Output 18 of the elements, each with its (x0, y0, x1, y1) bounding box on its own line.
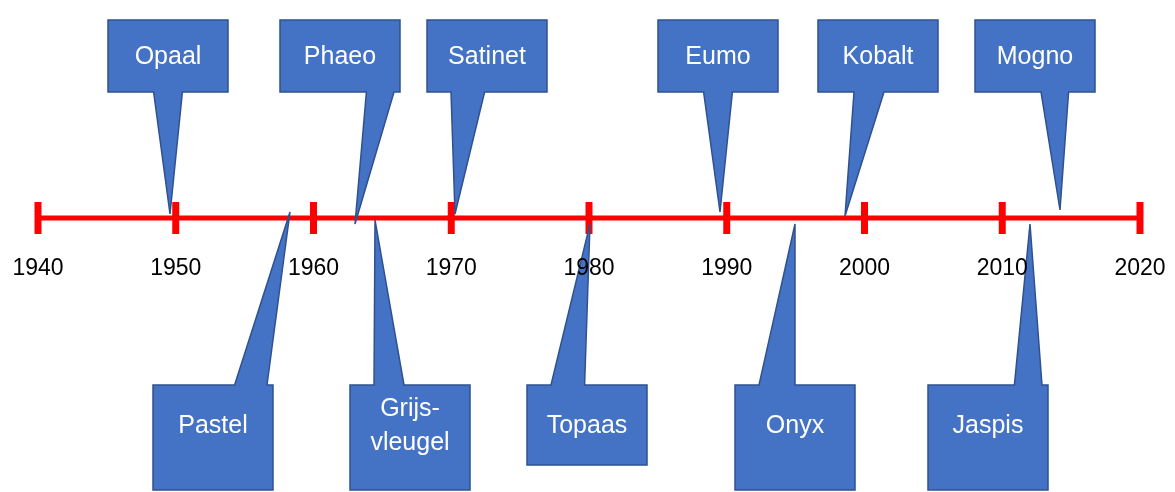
year-label: 1990 (701, 254, 753, 281)
callout-text: Eumo (684, 40, 752, 72)
year-label: 2020 (1114, 254, 1166, 281)
callout-text: Jaspis (951, 409, 1025, 441)
callout-text: Grijs- vleugel (369, 392, 451, 457)
callout-text: Satinet (447, 40, 527, 72)
callout-text: Phaeo (302, 40, 378, 72)
year-label: 1960 (287, 254, 340, 281)
year-label: 1950 (150, 254, 202, 281)
callout-text: Kobalt (841, 40, 915, 72)
callout-text: Topaas (545, 409, 629, 441)
callout-text: Opaal (133, 40, 203, 72)
callout-text: Pastel (177, 409, 249, 441)
year-label: 2000 (838, 254, 891, 281)
year-label: 1970 (425, 254, 477, 281)
callout-text: Mogno (995, 40, 1075, 72)
callout-text: Onyx (764, 409, 826, 441)
year-label: 1940 (12, 254, 64, 281)
